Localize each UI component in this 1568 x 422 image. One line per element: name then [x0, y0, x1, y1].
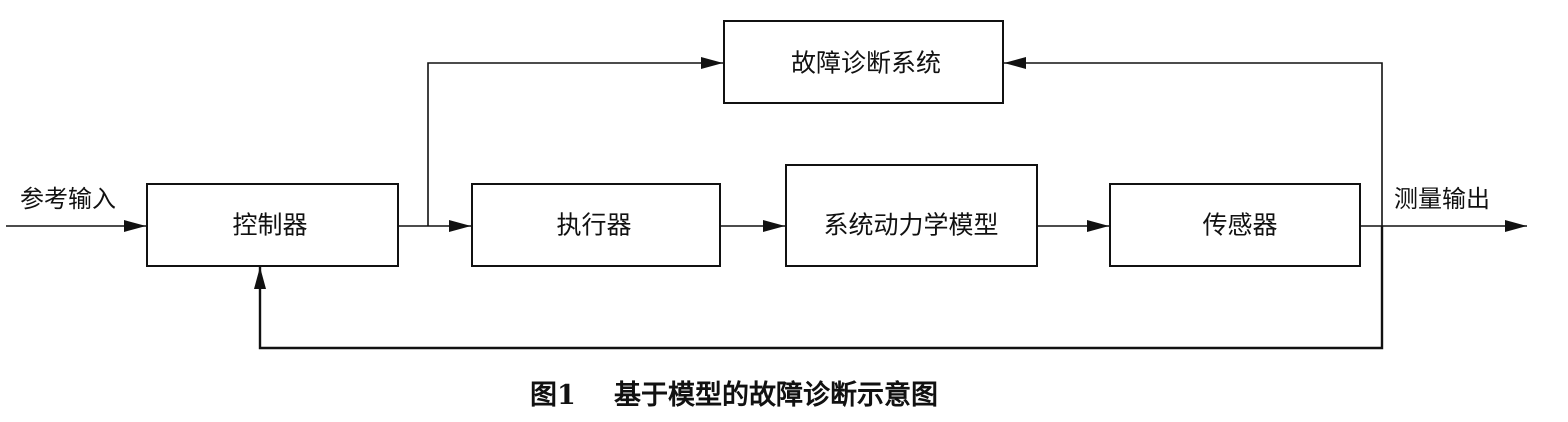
output-to-diagnosis-arrow: [1004, 57, 1383, 226]
controller-block-label: 控制器: [232, 211, 307, 240]
actuator-block-label: 执行器: [556, 211, 631, 240]
figure-number: 图1: [530, 380, 576, 411]
figure-title: 基于模型的故障诊断示意图: [614, 379, 938, 411]
controller-block: 控制器: [146, 183, 399, 267]
output-to-controller-feedback-arrow: [254, 226, 1384, 350]
controller-to-diagnosis-arrow: [427, 57, 723, 226]
reference-input-label: 参考输入: [20, 185, 116, 213]
dynamics-block-label: 系统动力学模型: [823, 211, 998, 240]
signal-lines: [6, 57, 1527, 350]
sensor-block-label: 传感器: [1202, 211, 1277, 240]
dynamics-block: 系统动力学模型: [785, 164, 1038, 267]
actuator-block: 执行器: [471, 183, 721, 267]
measured-output-label: 测量输出: [1394, 185, 1490, 213]
sensor-block: 传感器: [1109, 183, 1361, 267]
diagnosis-block-label: 故障诊断系统: [791, 49, 941, 78]
diagnosis-block: 故障诊断系统: [723, 20, 1004, 104]
